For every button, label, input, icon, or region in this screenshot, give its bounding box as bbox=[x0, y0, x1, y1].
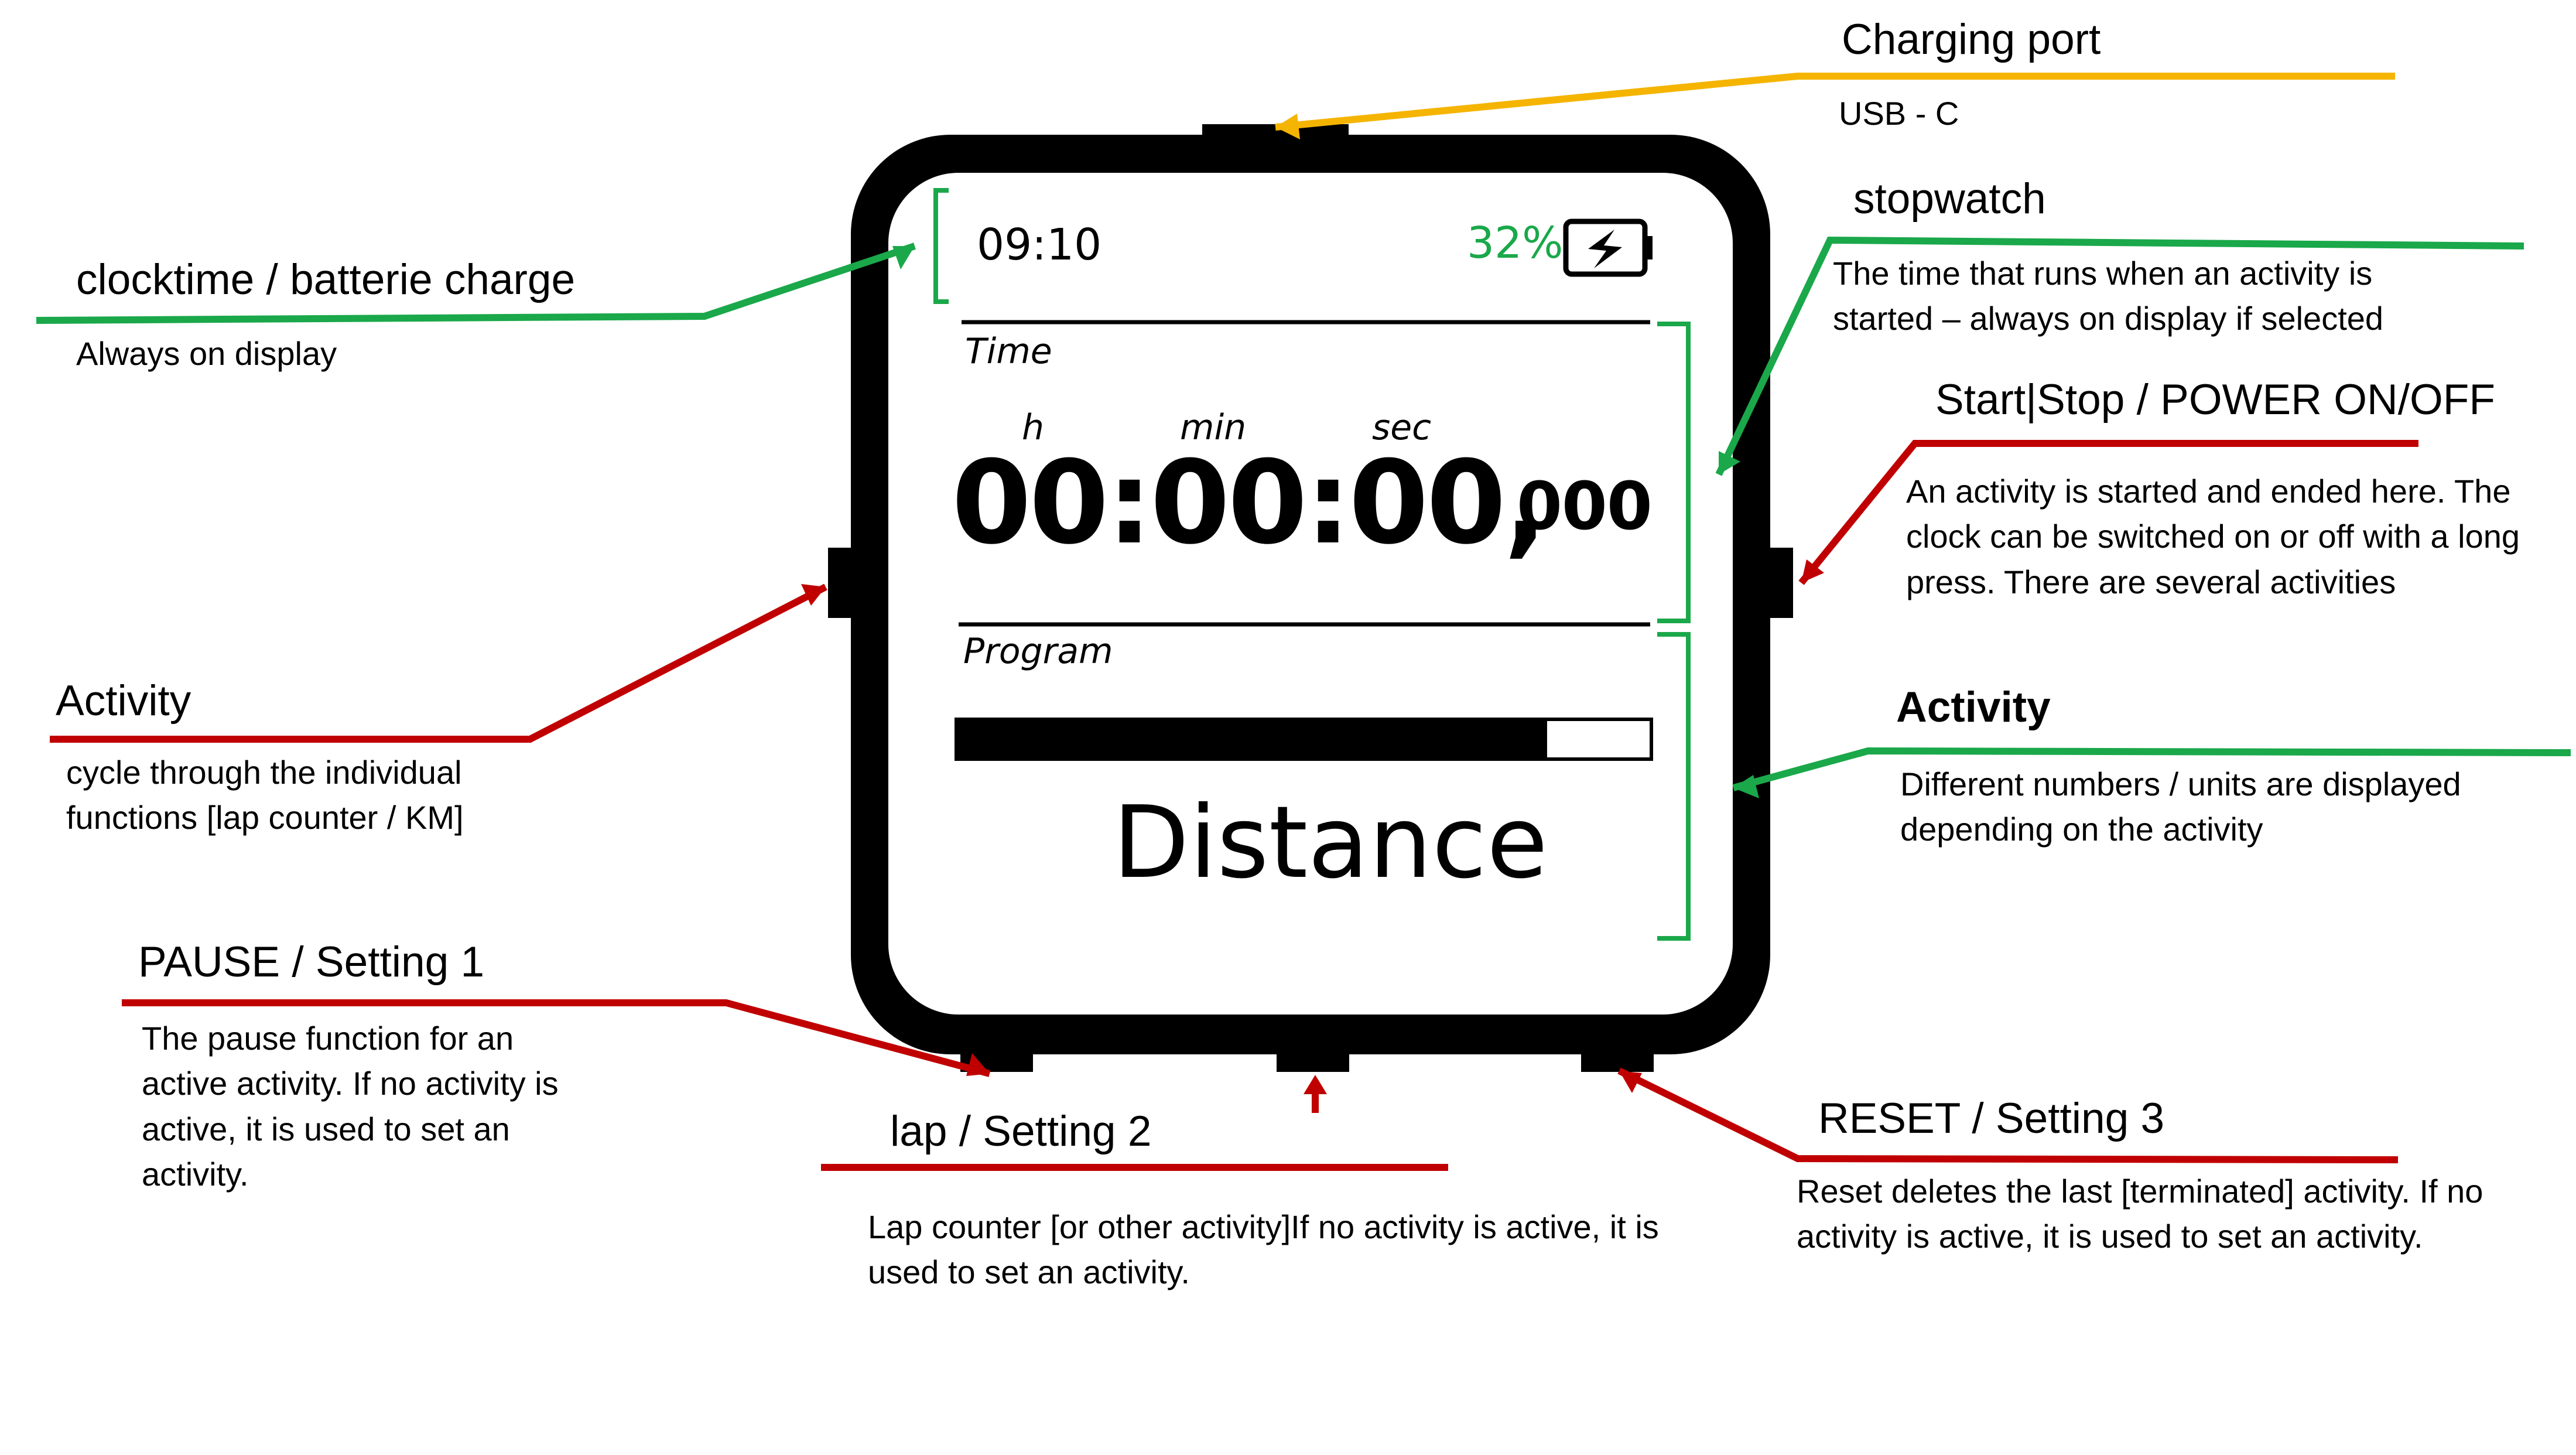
battery-icon bbox=[1563, 218, 1653, 277]
charging-port bbox=[1202, 124, 1349, 143]
watch-screen bbox=[888, 173, 1733, 1015]
stopwatch-milliseconds: 000 bbox=[1517, 469, 1653, 545]
callout-lap-title: lap / Setting 2 bbox=[890, 1108, 1152, 1155]
program-label: Program bbox=[963, 631, 1113, 672]
battery-percent: 32% bbox=[1467, 218, 1564, 268]
callout-activity-right-title: Activity bbox=[1896, 684, 2051, 731]
callout-activity-right-desc: Different numbers / units are displayed … bbox=[1900, 766, 2461, 848]
callout-activity-left-desc: cycle through the individual functions [… bbox=[66, 754, 464, 836]
callout-lap-desc: Lap counter [or other activity]If no act… bbox=[868, 1208, 1659, 1291]
callout-reset-desc: Reset deletes the last [terminated] acti… bbox=[1797, 1173, 2483, 1255]
bracket-clock bbox=[933, 188, 949, 304]
start-stop-button[interactable] bbox=[1767, 548, 1793, 618]
callout-stopwatch-title: stopwatch bbox=[1853, 175, 2046, 223]
lightning-icon bbox=[1588, 230, 1622, 268]
callout-pause-desc: The pause function for an active activit… bbox=[142, 1020, 559, 1193]
callout-clock-desc: Always on display bbox=[76, 335, 337, 372]
progress-bar-fill bbox=[956, 719, 1547, 759]
callout-activity-left-title: Activity bbox=[56, 677, 191, 725]
bracket-activity bbox=[1657, 632, 1691, 941]
leader-activity-right bbox=[1732, 747, 2571, 791]
clock-time: 09:10 bbox=[977, 220, 1102, 270]
leader-stopwatch bbox=[1715, 236, 2524, 476]
callout-pause-title: PAUSE / Setting 1 bbox=[138, 938, 485, 986]
callout-stopwatch-desc: The time that runs when an activity is s… bbox=[1833, 255, 2384, 337]
leader-pause bbox=[122, 999, 991, 1077]
callout-start-stop-title: Start|Stop / POWER ON/OFF bbox=[1935, 376, 2495, 423]
leader-reset bbox=[1617, 1067, 2399, 1163]
activity-button[interactable] bbox=[828, 548, 854, 618]
leader-start-stop bbox=[1798, 440, 2418, 585]
callout-charging-title: Charging port bbox=[1842, 16, 2101, 63]
bracket-stopwatch bbox=[1657, 322, 1691, 623]
unit-seconds: sec bbox=[1372, 407, 1432, 448]
unit-hours: h bbox=[1022, 407, 1045, 448]
lap-button[interactable] bbox=[1277, 1050, 1349, 1072]
callout-reset-title: RESET / Setting 3 bbox=[1818, 1095, 2165, 1142]
callout-start-stop-desc: An activity is started and ended here. T… bbox=[1906, 473, 2520, 600]
program-name: Distance bbox=[1113, 785, 1548, 901]
unit-minutes: min bbox=[1180, 407, 1247, 448]
time-label: Time bbox=[965, 331, 1052, 372]
leader-charging bbox=[1275, 73, 2395, 131]
reset-button[interactable] bbox=[1581, 1050, 1654, 1072]
stopwatch-value: 00:00:00, bbox=[952, 436, 1547, 570]
leader-clock bbox=[36, 243, 916, 324]
callout-clock-title: clocktime / batterie charge bbox=[76, 256, 576, 303]
leader-activity-left bbox=[50, 583, 827, 743]
callout-charging-desc: USB - C bbox=[1839, 95, 1959, 132]
